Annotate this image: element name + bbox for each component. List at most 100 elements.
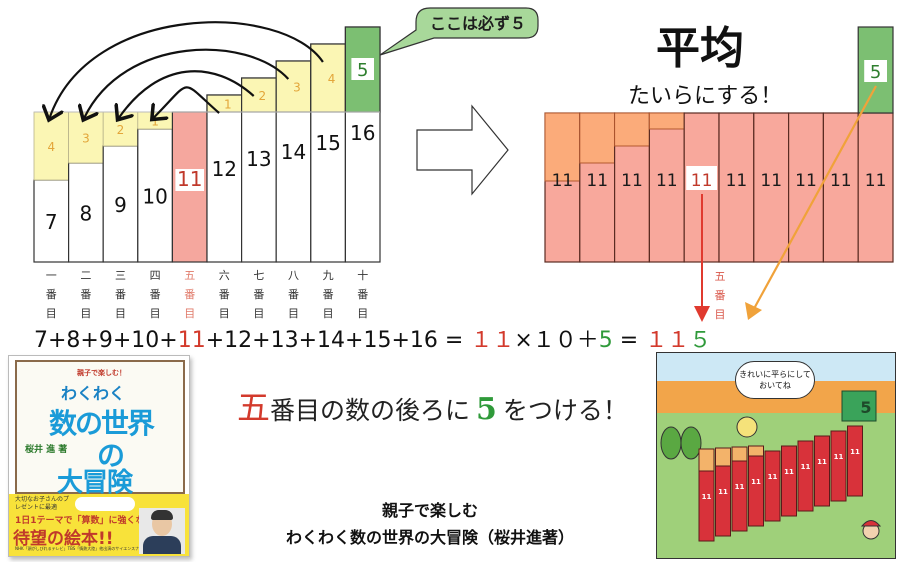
illus-block-8: [814, 435, 830, 507]
illus-extra-label: 5: [860, 398, 871, 417]
illus-block-label: 11: [718, 488, 728, 496]
equation-sum-part: 7+8+9+10+: [34, 328, 178, 353]
book-waku: わくわく: [61, 384, 126, 403]
illus-top-2: [715, 447, 731, 467]
rule-number: 5: [476, 392, 497, 427]
avg-value-1: 11: [552, 171, 574, 191]
book-band-line-3: 待望の絵本!!: [13, 529, 114, 549]
bar-value-6: 12: [212, 157, 237, 181]
illus-block-2: [715, 465, 731, 537]
ordinal-label-1: 目: [46, 307, 57, 320]
book-band: 大切なお子さんのプレゼントに最適 1日1テーマで「算数」に強くなる!! 待望の絵…: [9, 494, 189, 556]
arrow-label-char: 番: [715, 289, 726, 302]
average-subtitle: たいらにする！: [628, 84, 782, 109]
ordinal-label-3: 三: [115, 269, 126, 282]
fill-label-2: 3: [82, 132, 90, 146]
transfer-arrow-2: [84, 48, 290, 118]
ordinal-label-8: 八: [288, 269, 299, 282]
illus-block-label: 11: [817, 458, 827, 466]
bar-value-7: 13: [246, 147, 271, 171]
fill-label-1: 4: [47, 140, 55, 154]
transfer-arrows: [50, 21, 324, 118]
illus-block-label: 11: [850, 448, 860, 456]
ordinal-label-3: 番: [115, 288, 126, 301]
bar-6: [206, 94, 243, 263]
ordinal-label-4: 四: [150, 269, 161, 282]
ordinal-label-3: 目: [115, 307, 126, 320]
illus-top-1: [698, 448, 715, 472]
equation-times: ×: [514, 328, 533, 353]
rule-tail: をつける！: [502, 396, 628, 425]
bar-value-1: 7: [45, 210, 58, 234]
ordinal-label-10: 目: [357, 307, 368, 320]
illus-block-6: [781, 445, 797, 517]
arrow-label-char: 目: [715, 308, 726, 321]
ordinal-label-5: 番: [184, 288, 195, 301]
character-worker: [736, 416, 758, 438]
ordinal-label-2: 目: [80, 307, 91, 320]
avg-bar-10: [857, 112, 894, 263]
avg-value-2: 11: [586, 171, 608, 191]
illus-block-1: [698, 470, 715, 542]
illus-block-label: 11: [702, 493, 712, 501]
bar-value-9: 15: [315, 131, 340, 155]
ordinal-label-10: 十: [357, 268, 368, 282]
tree-2: [680, 426, 702, 460]
ordinal-label-5: 目: [184, 307, 195, 320]
book-subtitle: 親子で楽しむ！: [77, 369, 126, 377]
illus-block-label: 11: [735, 483, 745, 491]
transfer-arrow-1: [50, 21, 324, 118]
equation-highlight: 11: [177, 328, 206, 353]
extra-label: 5: [357, 60, 368, 81]
avg-bar-4: [648, 112, 685, 263]
caption-line-1: 親子で楽しむ: [381, 501, 478, 520]
fill-area-1: [33, 111, 69, 181]
average-title: 平均: [656, 23, 744, 74]
book-band-line-1: 大切なお子さんのプレゼントに最適: [15, 496, 70, 511]
ordinal-label-7: 目: [253, 307, 264, 320]
highlight-label-bg: [175, 169, 204, 191]
illus-top-4: [748, 445, 764, 457]
equation: 7+8+9+10+11+12+13+14+15+16 = １１×１０＋5 = １…: [34, 322, 711, 354]
ordinal-label-5: 五: [184, 269, 195, 282]
illustration-speech-bubble: きれいに平らにしておいてね: [735, 361, 815, 399]
extra-label-bg: [351, 58, 374, 80]
book-band-bubble: [75, 497, 135, 511]
bar-value-10: 16: [350, 121, 375, 145]
illus-block-3: [731, 460, 748, 532]
excess-label-6: 1: [224, 98, 232, 112]
bar-1: [33, 179, 70, 263]
red-arrow-head: [694, 306, 710, 322]
highlight-label-bg: [686, 166, 717, 190]
avg-value-8: 11: [795, 171, 817, 191]
bar-value-2: 8: [80, 202, 93, 226]
equation-ten: １０: [532, 328, 577, 353]
equation-average: １１: [470, 328, 515, 353]
ordinal-label-9: 番: [323, 288, 334, 301]
avg-bar-7: [753, 112, 790, 263]
avg-value-6: 11: [726, 171, 748, 191]
book-band-line-2: 1日1テーマで「算数」に強くなる!!: [15, 516, 162, 526]
illus-block-10: [847, 425, 863, 497]
book-author: 桜井 進 著: [25, 445, 68, 455]
equation-extra: 5: [598, 328, 613, 353]
bar-value-3: 9: [114, 193, 127, 217]
illus-extra-block: [841, 390, 877, 422]
ordinal-label-2: 番: [80, 288, 91, 301]
equation-equals-2: =: [619, 328, 639, 353]
illus-block-7: [797, 440, 814, 512]
book-title-3: 大冒険: [57, 468, 133, 498]
ordinal-label-8: 目: [288, 307, 299, 320]
equation-result-tail: ５: [689, 328, 712, 353]
kid-cap: [860, 520, 882, 527]
moved-part-4: [648, 112, 685, 130]
illus-block-label: 11: [834, 453, 844, 461]
equation-equals-1: =: [444, 328, 464, 353]
tree-1: [660, 426, 682, 460]
